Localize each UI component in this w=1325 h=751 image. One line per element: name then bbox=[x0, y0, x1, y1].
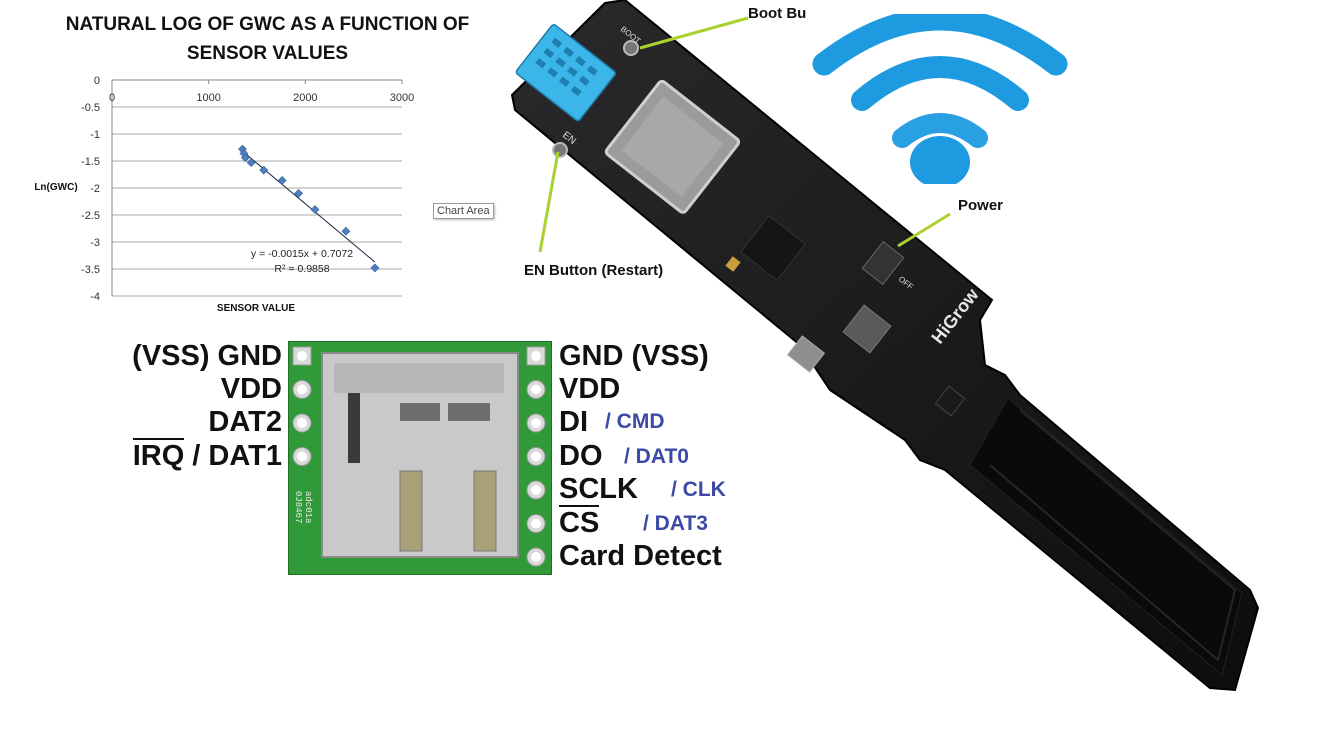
power-label: Power bbox=[958, 197, 1004, 214]
y-tick-label: -0.5 bbox=[81, 102, 100, 114]
esp32-module bbox=[604, 79, 741, 214]
wifi-icon bbox=[812, 14, 1068, 184]
data-point bbox=[246, 158, 256, 168]
y-tick-label: -3.5 bbox=[81, 264, 100, 276]
pin-hole-center bbox=[531, 485, 541, 495]
y-tick-label: 0 bbox=[94, 75, 100, 87]
left-pin-holes bbox=[292, 346, 312, 466]
pin-hole-center bbox=[531, 451, 541, 462]
pin-hole-center bbox=[531, 418, 541, 428]
boot-button bbox=[623, 40, 639, 56]
x-tick-label: 3000 bbox=[390, 92, 414, 104]
pin-hole-center bbox=[531, 351, 541, 361]
pin-hole-center bbox=[531, 518, 541, 529]
pin-left-vdd: VDD bbox=[220, 373, 282, 405]
usb-port bbox=[786, 335, 826, 373]
trend-equation: y = -0.0015x + 0.7072 bbox=[251, 248, 353, 260]
data-point bbox=[240, 153, 250, 163]
x-axis-label: SENSOR VALUE bbox=[217, 303, 295, 314]
data-point bbox=[259, 165, 269, 175]
r-squared: R² = 0.9858 bbox=[274, 263, 329, 275]
higrow-board: HiGrow EN BOOT OFF bbox=[510, 0, 1260, 692]
y-axis-label: Ln(GWC) bbox=[34, 182, 77, 193]
sensor-chip bbox=[934, 385, 966, 417]
trendline bbox=[240, 149, 376, 263]
x-tick-label: 1000 bbox=[196, 92, 220, 104]
y-tick-label: -1.5 bbox=[81, 156, 100, 168]
scatter-chart[interactable]: 0 -0.5 -1 -1.5 -2 -2.5 -3 -3.5 -4 0 1000 2000 3000 L… bbox=[0, 0, 500, 330]
data-point bbox=[341, 226, 351, 236]
pin-right-di-alt: / CMD bbox=[605, 410, 665, 433]
pin-right-do: DO bbox=[559, 440, 603, 472]
en-button-label: EN Button (Restart) bbox=[524, 262, 664, 279]
microsd-breakout: adc01a 0J8467 bbox=[288, 341, 552, 575]
pin-right-do-alt: / DAT0 bbox=[624, 445, 689, 468]
pin-right-vdd: VDD bbox=[559, 373, 621, 405]
probe-electrode bbox=[969, 397, 1243, 676]
data-point bbox=[310, 205, 320, 215]
power-switch bbox=[861, 240, 905, 286]
pin-right-gnd: GND (VSS) bbox=[559, 340, 709, 372]
pin-right-di: DI bbox=[559, 406, 588, 438]
board-text-2: 0J8467 bbox=[293, 491, 303, 523]
en-callout-line bbox=[538, 151, 560, 253]
data-point bbox=[277, 176, 287, 185]
pin-left-dat2: DAT2 bbox=[208, 406, 282, 438]
dht-sensor bbox=[515, 24, 616, 122]
right-pin-holes bbox=[526, 346, 546, 567]
chart-grid bbox=[111, 79, 403, 297]
pin-right-sclk-alt: / CLK bbox=[671, 478, 726, 501]
data-point bbox=[294, 188, 303, 198]
chart-title: NATURAL LOG OF GWC AS A FUNCTION OF SENS… bbox=[65, 14, 470, 64]
y-tick-label: -4 bbox=[90, 291, 100, 303]
power-callout-line bbox=[897, 212, 951, 248]
pin-left-irq-dat1: IRQ / DAT1 bbox=[12, 438, 282, 473]
pin-hole-center bbox=[297, 418, 307, 428]
pin-right-cs-alt: / DAT3 bbox=[643, 512, 708, 535]
y-tick-label: -1 bbox=[90, 129, 100, 141]
x-tick-label: 0 bbox=[109, 92, 115, 104]
dat1-label: / DAT1 bbox=[184, 440, 282, 472]
pin-right-card-detect: Card Detect bbox=[559, 540, 722, 572]
en-button bbox=[552, 142, 568, 158]
chart-area-tooltip: Chart Area bbox=[433, 203, 494, 219]
data-point bbox=[370, 263, 380, 273]
pin-left-gnd: (VSS) GND bbox=[132, 340, 282, 372]
chip-main bbox=[740, 215, 806, 281]
pin-hole-center bbox=[531, 384, 541, 395]
irq-label: IRQ bbox=[132, 438, 185, 472]
y-tick-label: -2 bbox=[90, 183, 100, 195]
pin-hole-center bbox=[297, 351, 307, 361]
board-text-1: adc01a bbox=[303, 491, 313, 524]
pin-right-sclk: SCLK bbox=[559, 473, 638, 505]
pin-hole-center bbox=[531, 552, 541, 562]
x-tick-label: 2000 bbox=[293, 92, 317, 104]
y-tick-label: -3 bbox=[90, 237, 100, 249]
y-tick-label: -2.5 bbox=[81, 210, 100, 222]
cs-label: CS bbox=[559, 505, 600, 539]
inductor bbox=[842, 304, 892, 354]
chart-ticks: 0 -0.5 -1 -1.5 -2 -2.5 -3 -3.5 -4 0 1000 2000 3000 bbox=[81, 75, 414, 303]
boot-button-label: Boot Bu bbox=[748, 5, 807, 22]
chart-points bbox=[238, 144, 380, 273]
pin-hole-center bbox=[297, 451, 307, 462]
pin-right-cs: CS bbox=[559, 505, 600, 540]
boot-callout-line bbox=[639, 16, 749, 50]
pin-hole-center bbox=[297, 384, 307, 395]
